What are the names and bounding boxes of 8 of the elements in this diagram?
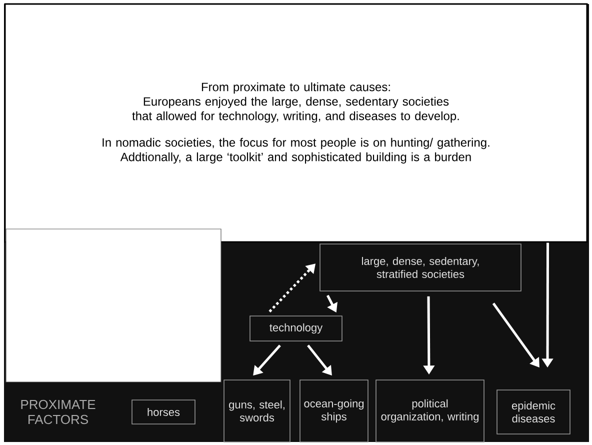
factor-box: horses [132, 400, 196, 424]
factor-box: guns, steel, swords [224, 380, 290, 442]
factor-box: political organization, writing [376, 380, 484, 442]
factor-box: ocean-going ships [300, 380, 368, 442]
factor-box: large, dense, sedentary, stratified societies [320, 244, 522, 292]
factor-box: technology [250, 316, 342, 342]
row-label: PROXIMATE FACTORS [21, 400, 96, 424]
factor-box: epidemic diseases [496, 390, 570, 434]
